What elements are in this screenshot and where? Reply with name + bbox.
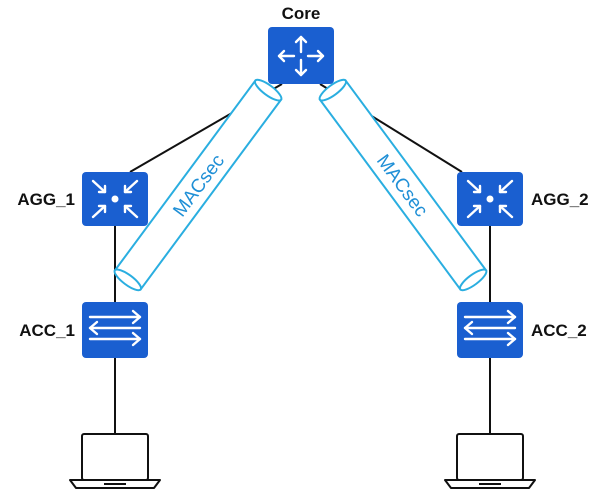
acc-2-label: ACC_2 <box>531 321 587 340</box>
agg-2-label: AGG_2 <box>531 190 589 209</box>
agg-2-node[interactable]: AGG_2 <box>457 172 589 226</box>
aggregation-switch-icon <box>91 179 139 219</box>
aggregation-switch-icon <box>466 179 514 219</box>
core-node[interactable]: Core <box>268 4 334 84</box>
router-icon <box>277 35 325 77</box>
acc-1-node[interactable]: ACC_1 <box>19 302 148 358</box>
acc-2-node[interactable]: ACC_2 <box>457 302 587 358</box>
links <box>114 83 491 434</box>
acc-1-label: ACC_1 <box>19 321 75 340</box>
agg-1-node[interactable]: AGG_1 <box>17 172 148 226</box>
core-label: Core <box>282 4 321 23</box>
access-switch-icon <box>88 309 142 347</box>
laptop-icon[interactable] <box>69 433 161 489</box>
macsec-tunnel-right: MACsec <box>318 78 488 292</box>
agg-1-label: AGG_1 <box>17 190 75 209</box>
access-switch-icon <box>463 309 517 347</box>
laptop-icon[interactable] <box>444 433 536 489</box>
